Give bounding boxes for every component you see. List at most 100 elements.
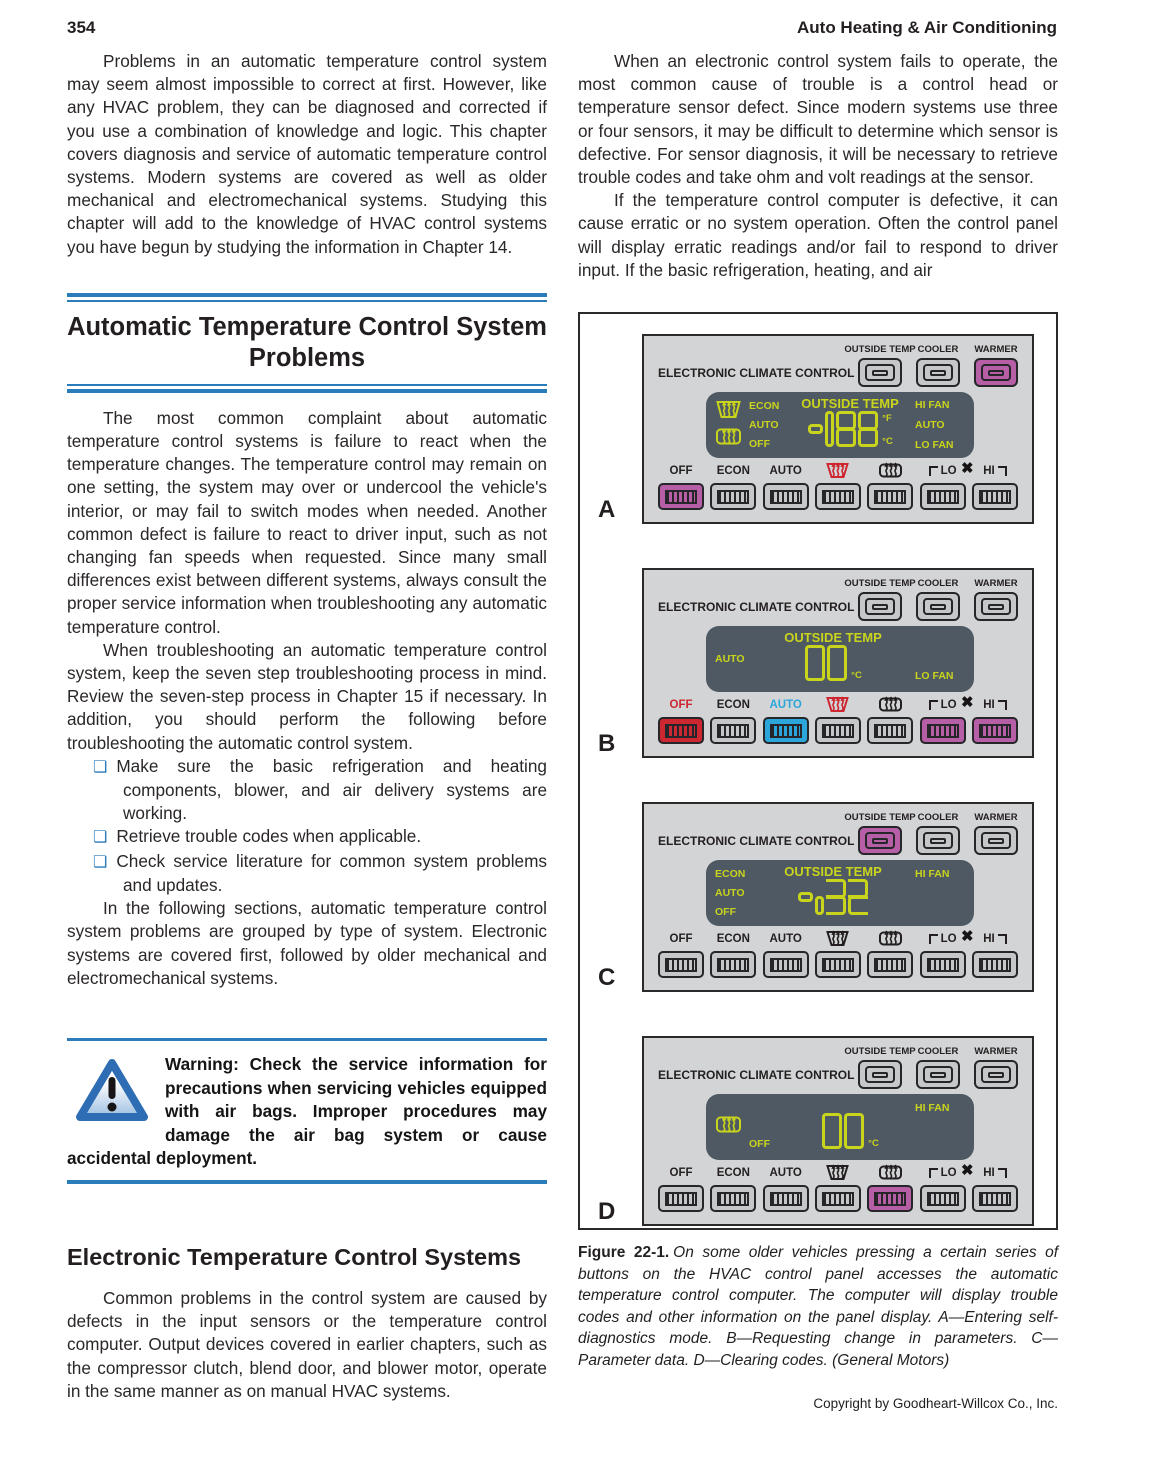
lo-fan-button — [919, 951, 966, 979]
button-group: ECON — [710, 1164, 757, 1213]
button-slot — [930, 603, 946, 610]
top-button-group: COOLER — [916, 344, 960, 388]
econ-button — [710, 1185, 757, 1213]
button-slot — [930, 837, 946, 844]
subsection-title: Electronic Temperature Control Systems — [67, 1243, 522, 1270]
off-button — [658, 717, 704, 745]
top-button-group: COOLER — [916, 812, 960, 856]
top-button-group: OUTSIDE TEMP — [844, 344, 916, 388]
button-slot — [872, 603, 888, 610]
button-group: AUTO — [762, 696, 809, 745]
figure-caption: Figure 22-1.On some older vehicles press… — [578, 1242, 1058, 1372]
button-inner — [923, 364, 953, 382]
button-group: ECON — [710, 930, 757, 979]
warmer-button — [974, 826, 1018, 856]
fan-icon: ✖ — [961, 928, 974, 946]
econ-button — [710, 717, 757, 745]
top-button-group: COOLER — [916, 1046, 960, 1090]
section-title: Automatic Temperature Control System Pro… — [67, 312, 547, 372]
button-grille — [769, 1191, 802, 1206]
unit-label: °C — [868, 1137, 879, 1149]
button-group: OFF — [658, 696, 704, 745]
open-square-bullet-icon: ❏ — [93, 758, 108, 776]
digit-row: °C — [821, 1113, 879, 1150]
fan-icon: ✖ — [961, 460, 974, 478]
mode-label: OFF — [749, 438, 770, 451]
lo-fan-button — [919, 483, 966, 511]
display-main: OUTSIDE TEMP — [758, 864, 908, 922]
rear-defrost-button — [867, 483, 914, 511]
button-inner — [865, 598, 895, 616]
button-grille — [926, 957, 959, 972]
front-defrost-button — [814, 717, 861, 745]
button-grille — [874, 957, 907, 972]
button-inner — [923, 832, 953, 850]
warning-text: Warning: Check the service information f… — [67, 1054, 547, 1169]
bracket-mark — [997, 466, 1007, 477]
top-button-group: OUTSIDE TEMP — [844, 812, 916, 856]
panel-letter: D — [598, 1198, 616, 1226]
temperature-digits — [804, 645, 848, 682]
top-button-label: OUTSIDE TEMP — [844, 344, 916, 356]
outside-temp-button — [858, 1060, 902, 1090]
button-slot — [988, 603, 1004, 610]
button-group — [867, 696, 914, 745]
segment-digit — [844, 1113, 865, 1150]
button-group — [867, 1164, 914, 1213]
digit-row: °C — [804, 645, 862, 682]
button-inner — [923, 598, 953, 616]
button-group — [867, 930, 914, 979]
auto-label: AUTO — [769, 932, 802, 945]
rear-defrost-icon — [878, 930, 903, 947]
button-grille — [926, 489, 959, 504]
double-rule-bottom — [67, 383, 547, 393]
lo-fan-button — [919, 717, 966, 745]
top-button-label: OUTSIDE TEMP — [844, 578, 916, 590]
front-defrost-button — [814, 951, 861, 979]
off-button — [658, 951, 704, 979]
unit-labels: °C — [851, 646, 862, 681]
front-defrost-icon — [715, 400, 742, 424]
figure-caption-text: On some older vehicles pressing a certai… — [578, 1244, 1059, 1369]
hi-fan-button — [971, 483, 1018, 511]
off-label: OFF — [669, 932, 693, 945]
panel-letter: B — [598, 730, 616, 758]
bracket-mark — [928, 700, 938, 711]
paragraph: When troubleshooting an automatic temper… — [67, 639, 547, 753]
button-group: OFF — [658, 1164, 704, 1213]
running-header: Auto Heating & Air Conditioning — [797, 18, 1057, 37]
button-grille — [978, 489, 1011, 504]
list-item: ❏Check service literature for common sys… — [93, 850, 547, 897]
button-group: LO — [919, 696, 966, 745]
top-button-label: OUTSIDE TEMP — [844, 1046, 916, 1058]
lo-label: LO — [928, 1164, 957, 1181]
lo-label: LO — [928, 696, 957, 713]
segment-digit — [822, 1113, 843, 1150]
page-number: 354 — [67, 18, 96, 37]
top-button-group: OUTSIDE TEMP — [844, 578, 916, 622]
button-grille — [926, 1191, 959, 1206]
warning-rule-bottom — [67, 1180, 547, 1184]
temperature-digits — [797, 879, 869, 916]
display-mode-labels: OFF — [749, 1098, 785, 1156]
button-inner — [865, 364, 895, 382]
warmer-button — [974, 358, 1018, 388]
button-grille — [717, 957, 750, 972]
open-square-bullet-icon: ❏ — [93, 829, 108, 847]
button-grille — [769, 489, 802, 504]
auto-button — [762, 483, 809, 511]
button-group: AUTO — [762, 462, 809, 511]
paragraph: Common problems in the control system ar… — [67, 1287, 547, 1401]
warmer-button — [974, 1060, 1018, 1090]
